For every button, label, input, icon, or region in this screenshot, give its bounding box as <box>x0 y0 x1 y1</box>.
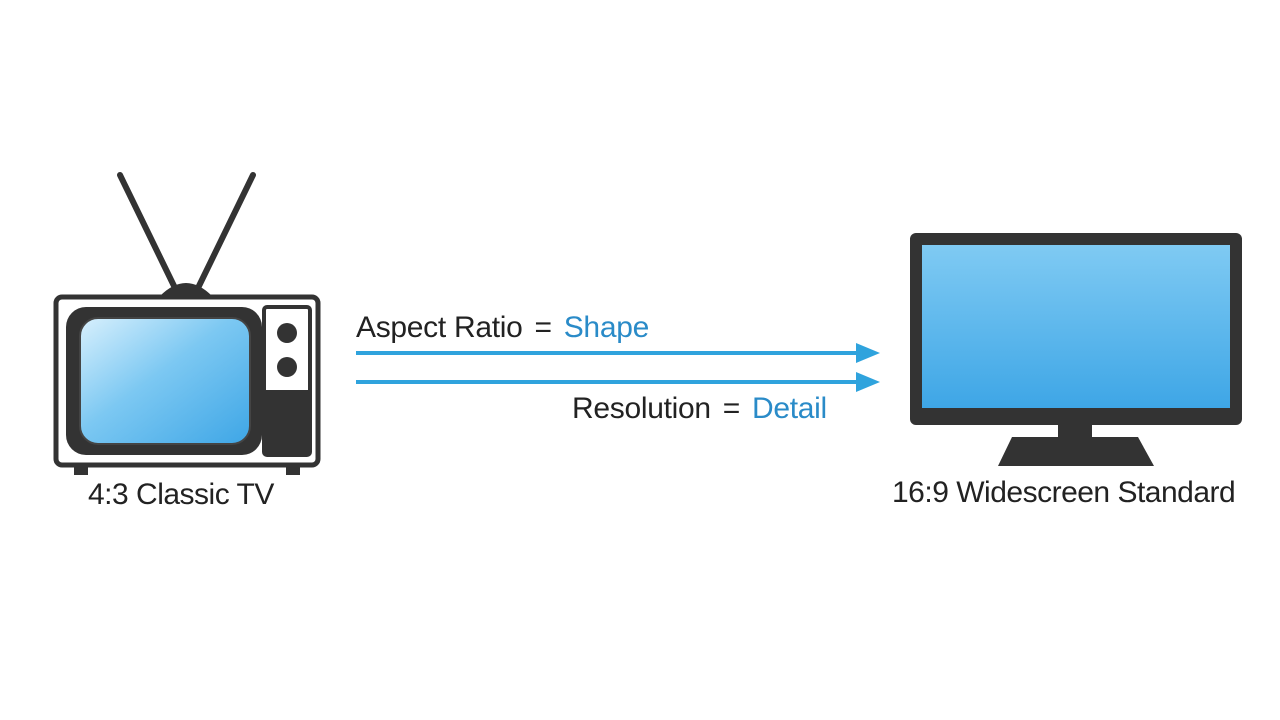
aspect-ratio-term: Aspect Ratio <box>356 311 523 344</box>
arrow-right-icon <box>356 343 880 392</box>
aspect-ratio-meaning: Shape <box>563 311 650 344</box>
resolution-meaning: Detail <box>752 392 827 425</box>
monitor-screen <box>922 245 1230 408</box>
widescreen-label: 16:9 Widescreen Standard <box>892 476 1236 509</box>
retro-tv-icon <box>53 172 321 475</box>
monitor-icon <box>910 233 1242 466</box>
aspect-ratio-equals: = <box>534 311 552 344</box>
monitor-neck <box>1058 425 1092 439</box>
resolution-row: Resolution = Detail <box>572 392 827 426</box>
arrowhead-resolution <box>856 372 880 392</box>
arrowhead-aspect <box>856 343 880 363</box>
tv-knob-top <box>277 323 297 343</box>
tv-screen <box>79 317 251 445</box>
retro-tv-label: 4:3 Classic TV <box>88 478 274 511</box>
tv-antenna-base <box>160 283 212 296</box>
resolution-term: Resolution <box>572 392 711 425</box>
resolution-equals: = <box>722 392 741 425</box>
tv-antenna-right <box>195 172 256 291</box>
tv-foot-left <box>74 465 88 475</box>
tv-knob-bottom <box>277 357 297 377</box>
monitor-base <box>998 437 1154 466</box>
tv-antenna-left <box>117 172 178 291</box>
tv-foot-right <box>286 465 300 475</box>
aspect-ratio-row: Aspect Ratio = Shape <box>356 311 649 345</box>
tv-speaker <box>266 390 308 453</box>
